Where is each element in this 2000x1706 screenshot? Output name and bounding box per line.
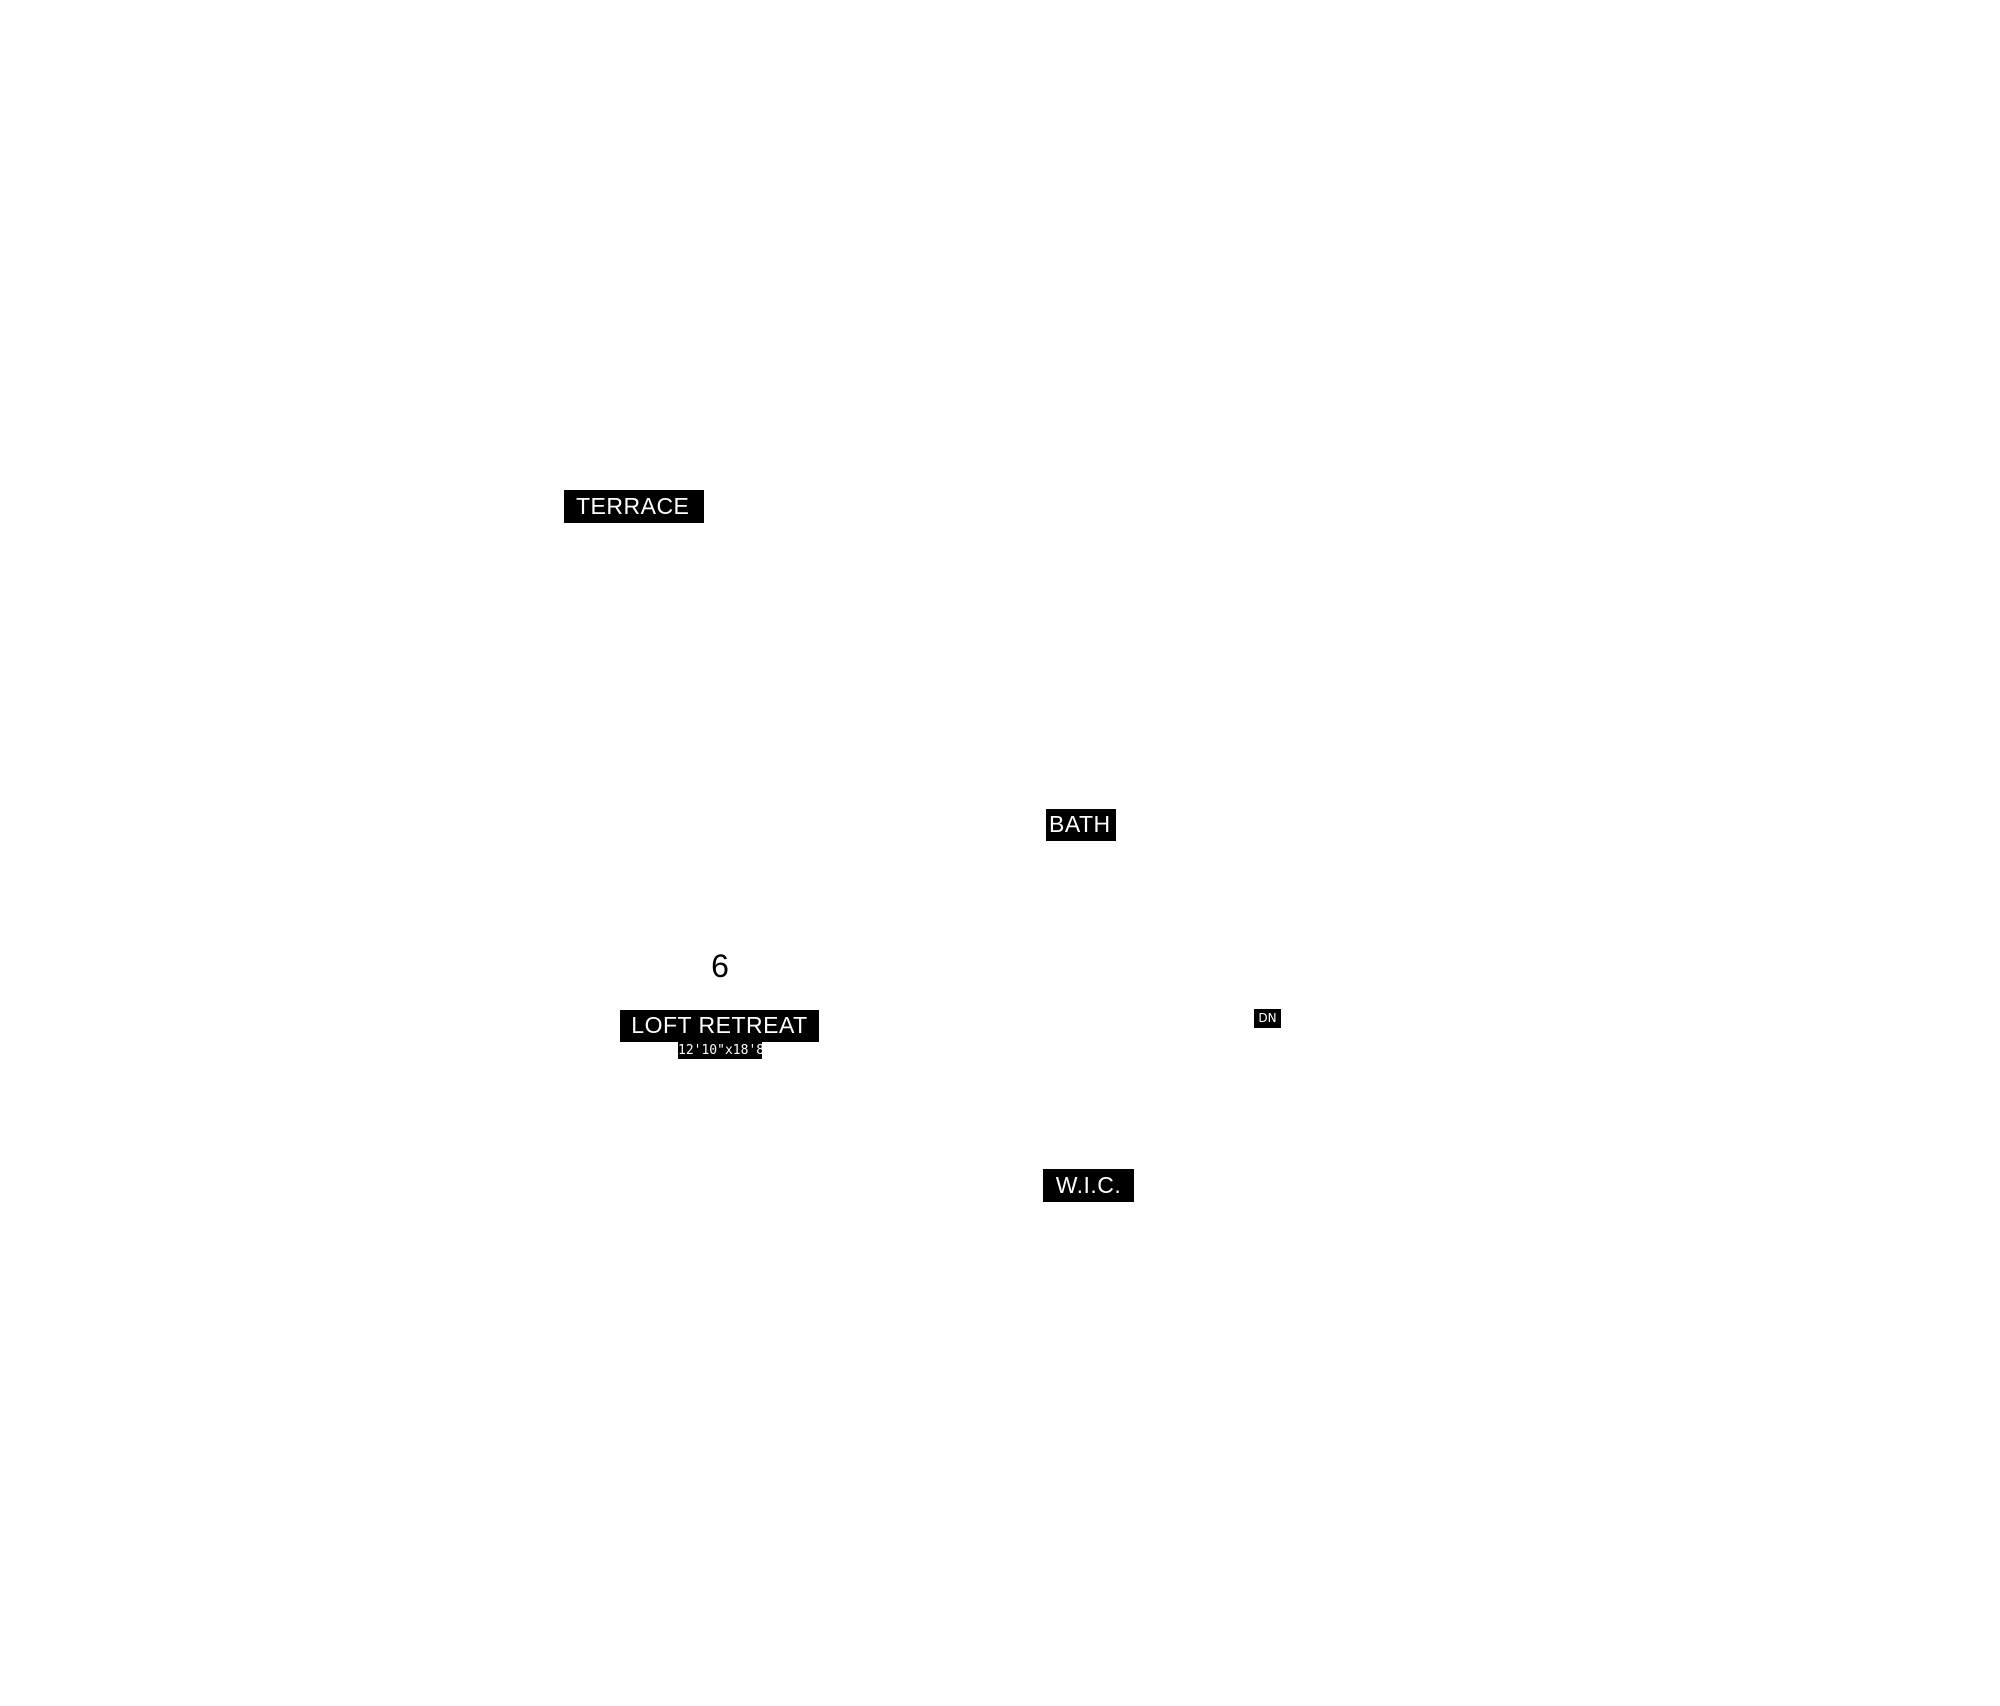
- loft-retreat-number: 6: [711, 948, 729, 984]
- stair-down-label: DN: [1254, 1009, 1281, 1028]
- loft-retreat-label: LOFT RETREAT: [620, 1010, 819, 1042]
- loft-retreat-dimensions: 12'10"x18'8": [678, 1042, 772, 1059]
- terrace-label: TERRACE: [564, 490, 704, 523]
- wic-label: W.I.C.: [1043, 1169, 1134, 1202]
- bath-label: BATH: [1046, 809, 1116, 841]
